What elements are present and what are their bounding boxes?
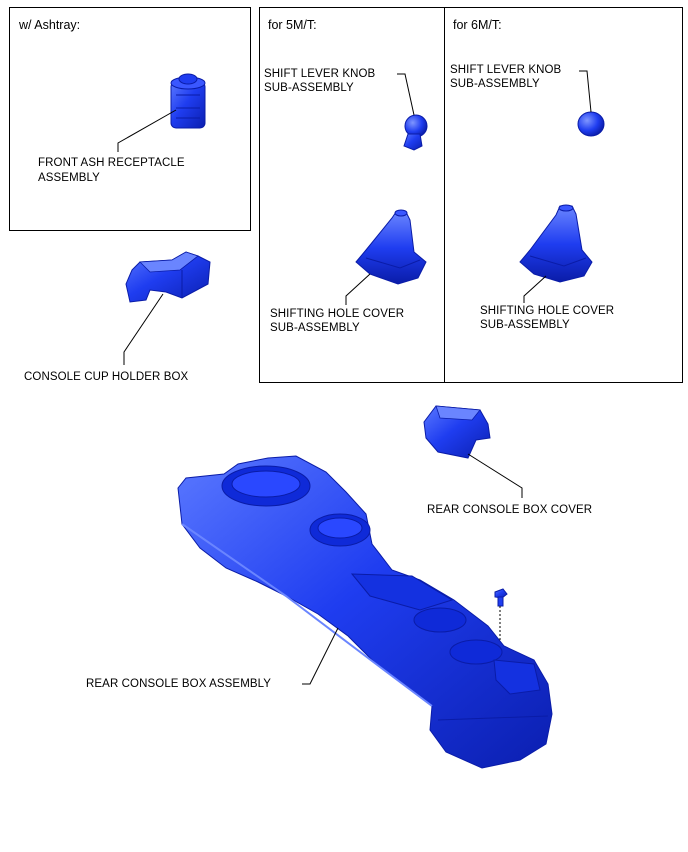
panel-divider	[444, 7, 445, 383]
transmission-panel	[259, 7, 683, 383]
shifting-hole-cover-6mt-label-line2: SUB-ASSEMBLY	[480, 319, 570, 331]
rear-console-box-assembly-label: REAR CONSOLE BOX ASSEMBLY	[86, 678, 272, 690]
ashtray-panel	[9, 7, 251, 231]
front-ash-receptacle-part	[170, 73, 206, 129]
shifting-hole-cover-6mt-part	[519, 204, 593, 283]
shift-lever-knob-6mt-label-line1: SHIFT LEVER KNOB	[450, 64, 562, 76]
shifting-hole-cover-5mt-label-line1: SHIFTING HOLE COVER	[270, 308, 405, 320]
shifting-hole-cover-5mt-label-line2: SUB-ASSEMBLY	[270, 322, 360, 334]
shift-lever-knob-6mt-label-line2: SUB-ASSEMBLY	[450, 78, 540, 90]
shifting-hole-cover-5mt-part	[355, 209, 427, 285]
rear-console-box-assembly-part	[177, 455, 553, 769]
rear-console-box-cover-part	[423, 405, 491, 459]
shift-lever-knob-5mt-part	[403, 114, 428, 151]
shift-lever-knob-5mt-label-line2: SUB-ASSEMBLY	[264, 82, 354, 94]
mt5-heading: for 5M/T:	[268, 18, 317, 32]
shift-lever-knob-6mt-part	[577, 111, 605, 137]
shifting-hole-cover-6mt-label-line1: SHIFTING HOLE COVER	[480, 305, 615, 317]
console-cup-holder-box-part	[125, 251, 211, 303]
console-cup-holder-box-label: CONSOLE CUP HOLDER BOX	[24, 371, 189, 383]
rear-console-box-cover-label: REAR CONSOLE BOX COVER	[427, 504, 593, 516]
mt6-heading: for 6M/T:	[453, 18, 502, 32]
shift-lever-knob-5mt-label-line1: SHIFT LEVER KNOB	[264, 68, 376, 80]
front-ash-receptacle-label-line1: FRONT ASH RECEPTACLE	[38, 157, 185, 169]
front-ash-receptacle-label-line2: ASSEMBLY	[38, 172, 100, 184]
ashtray-heading: w/ Ashtray:	[19, 18, 81, 32]
